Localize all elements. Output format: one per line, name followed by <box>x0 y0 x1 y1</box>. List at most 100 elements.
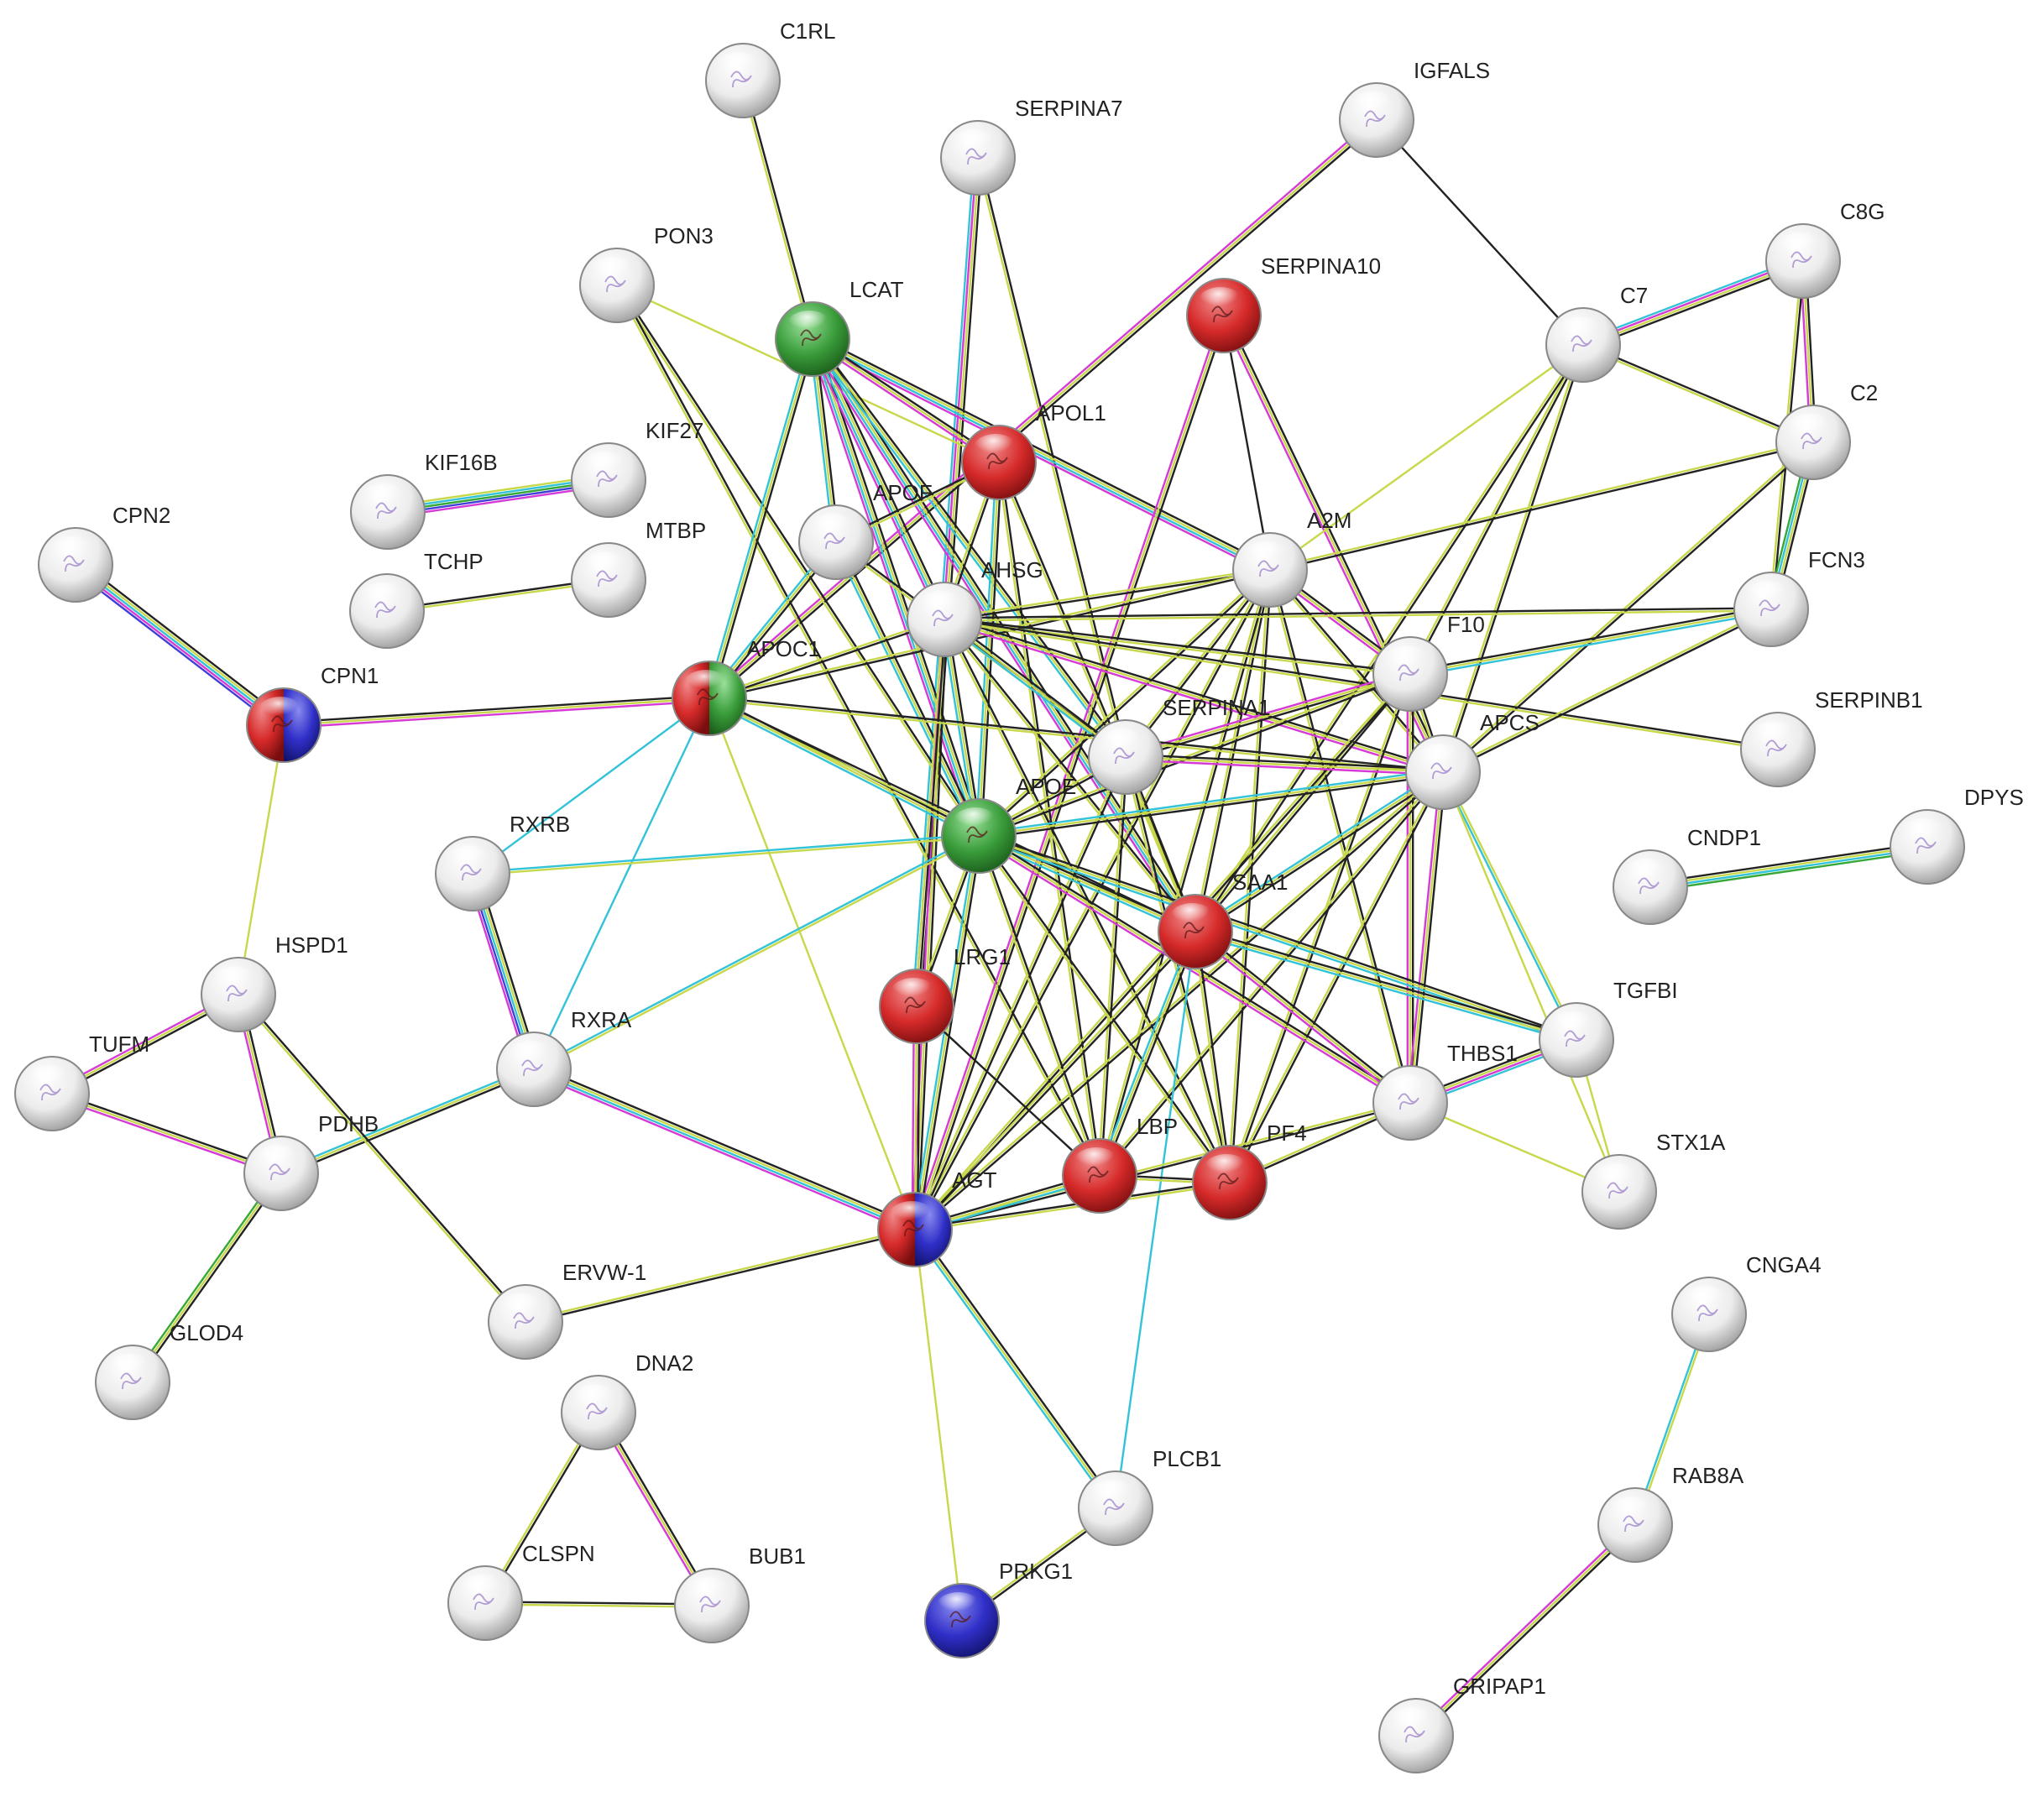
edge-strand-yellow <box>813 338 981 836</box>
node-stx1a[interactable]: STX1A <box>1581 1130 1726 1230</box>
node-apcs[interactable]: APCS <box>1405 710 1540 810</box>
edge-strand-yellow <box>1098 931 1197 1177</box>
node-serpina7[interactable]: SERPINA7 <box>940 96 1123 196</box>
node-cpn1[interactable]: CPN1 <box>246 663 379 763</box>
node-apoc1[interactable]: APOC1 <box>672 636 820 736</box>
node-gloss <box>1385 645 1429 672</box>
node-pf4[interactable]: PF4 <box>1192 1120 1307 1220</box>
node-tufm[interactable]: TUFM <box>14 1032 149 1131</box>
edge-strand-magenta <box>1193 932 1409 1106</box>
node-dpys[interactable]: DPYS <box>1890 785 2024 885</box>
edge-strand-black <box>944 615 1445 771</box>
edge-strand-yellow <box>944 609 1772 622</box>
node-cpn2[interactable]: CPN2 <box>38 503 170 603</box>
node-serpina10[interactable]: SERPINA10 <box>1186 253 1381 353</box>
node-dna2[interactable]: DNA2 <box>561 1350 693 1450</box>
node-gloss <box>954 807 997 834</box>
edge-strand-black <box>1410 345 1586 676</box>
node-lbp[interactable]: LBP <box>1062 1114 1178 1214</box>
node-tgfbi[interactable]: TGFBI <box>1539 978 1678 1078</box>
edge-strand-black <box>915 932 1198 1231</box>
edge-strand-yellow <box>942 619 1195 933</box>
node-hspd1[interactable]: HSPD1 <box>201 932 348 1032</box>
node-ervw-1[interactable]: ERVW-1 <box>488 1260 646 1360</box>
edge-strand-black <box>915 1103 1411 1232</box>
node-gloss <box>256 1145 300 1172</box>
edge-AGT-ERVW-1 <box>525 1227 916 1324</box>
node-c7[interactable]: C7 <box>1545 283 1648 383</box>
node-rab8a[interactable]: RAB8A <box>1597 1463 1744 1563</box>
edge-LCAT-AHSG <box>808 337 949 622</box>
node-gloss <box>1778 232 1822 259</box>
node-plcb1[interactable]: PLCB1 <box>1078 1446 1221 1546</box>
node-rxrb[interactable]: RXRB <box>435 812 570 911</box>
node-gloss <box>27 1065 71 1092</box>
node-label: GLOD4 <box>170 1320 243 1345</box>
edge-strand-cyan <box>1095 930 1195 1176</box>
edge-APOC1-RXRB <box>472 697 710 875</box>
node-gloss <box>684 670 728 697</box>
node-apof[interactable]: APOF <box>798 480 933 580</box>
node-label: LBP <box>1137 1114 1178 1139</box>
node-label: C1RL <box>780 18 835 44</box>
node-agt[interactable]: AGT <box>877 1167 997 1267</box>
node-f10[interactable]: F10 <box>1372 612 1485 712</box>
node-thbs1[interactable]: THBS1 <box>1372 1041 1518 1141</box>
node-gloss <box>687 1577 730 1604</box>
edge-strand-black <box>525 1230 916 1324</box>
node-kif16b[interactable]: KIF16B <box>350 450 498 550</box>
edge-strand-black <box>1230 570 1273 1183</box>
edge-strand-black <box>52 1089 283 1173</box>
node-apoe[interactable]: APOE <box>941 774 1076 874</box>
node-gloss <box>573 1384 617 1411</box>
edge-strand-black <box>1270 442 1814 572</box>
edge-strand-magenta <box>911 619 944 1230</box>
node-gloss <box>937 1592 980 1619</box>
edge-strand-cyan <box>811 339 1270 572</box>
node-fcn3[interactable]: FCN3 <box>1733 547 1865 647</box>
edge-CPN1-HSPD1 <box>237 724 285 995</box>
node-cnga4[interactable]: CNGA4 <box>1671 1252 1822 1352</box>
edge-strand-yellow <box>1227 673 1410 1183</box>
node-glod4[interactable]: GLOD4 <box>95 1320 243 1420</box>
node-a2m[interactable]: A2M <box>1232 508 1351 608</box>
node-label: GRIPAP1 <box>1453 1674 1546 1699</box>
node-serpinb1[interactable]: SERPINB1 <box>1740 687 1923 787</box>
node-gloss <box>919 591 963 618</box>
node-pdhb[interactable]: PDHB <box>243 1111 379 1211</box>
node-gloss <box>1684 1286 1728 1313</box>
node-prkg1[interactable]: PRKG1 <box>924 1559 1073 1658</box>
node-serpina1[interactable]: SERPINA1 <box>1088 695 1271 795</box>
edge-strand-cyan <box>1581 256 1802 342</box>
node-pon3[interactable]: PON3 <box>579 223 714 323</box>
node-c2[interactable]: C2 <box>1775 380 1878 480</box>
node-c1rl[interactable]: C1RL <box>705 18 835 118</box>
node-igfals[interactable]: IGFALS <box>1339 58 1490 158</box>
edge-strand-yellow <box>1193 343 1583 932</box>
edge-strand-black <box>944 607 1771 619</box>
edge-A2M-PF4 <box>1227 569 1273 1183</box>
node-lrg1[interactable]: LRG1 <box>879 944 1011 1044</box>
node-saa1[interactable]: SAA1 <box>1158 870 1289 969</box>
node-apol1[interactable]: APOL1 <box>961 400 1106 500</box>
node-bub1[interactable]: BUB1 <box>674 1543 806 1643</box>
node-gloss <box>1199 287 1242 314</box>
node-clspn[interactable]: CLSPN <box>447 1541 595 1641</box>
node-gloss <box>460 1575 504 1601</box>
edge-strand-yellow <box>708 697 917 1230</box>
edge-SAA1-LBP <box>1095 930 1200 1178</box>
edge-strand-black <box>979 835 1102 1176</box>
node-rxra[interactable]: RXRA <box>496 1007 632 1107</box>
node-mtbp[interactable]: MTBP <box>571 518 706 618</box>
node-cndp1[interactable]: CNDP1 <box>1613 825 1761 925</box>
node-c8g[interactable]: C8G <box>1765 199 1885 299</box>
node-gripap1[interactable]: GRIPAP1 <box>1378 1674 1546 1773</box>
node-kif27[interactable]: KIF27 <box>571 418 703 518</box>
edge-APOE-RXRA <box>532 833 980 1072</box>
edge-strand-yellow <box>834 541 980 837</box>
edge-strand-yellow <box>76 561 286 724</box>
edge-strand-yellow <box>1583 261 1804 347</box>
node-tchp[interactable]: TCHP <box>349 549 484 649</box>
node-lcat[interactable]: LCAT <box>775 277 904 377</box>
node-ahsg[interactable]: AHSG <box>907 557 1043 657</box>
